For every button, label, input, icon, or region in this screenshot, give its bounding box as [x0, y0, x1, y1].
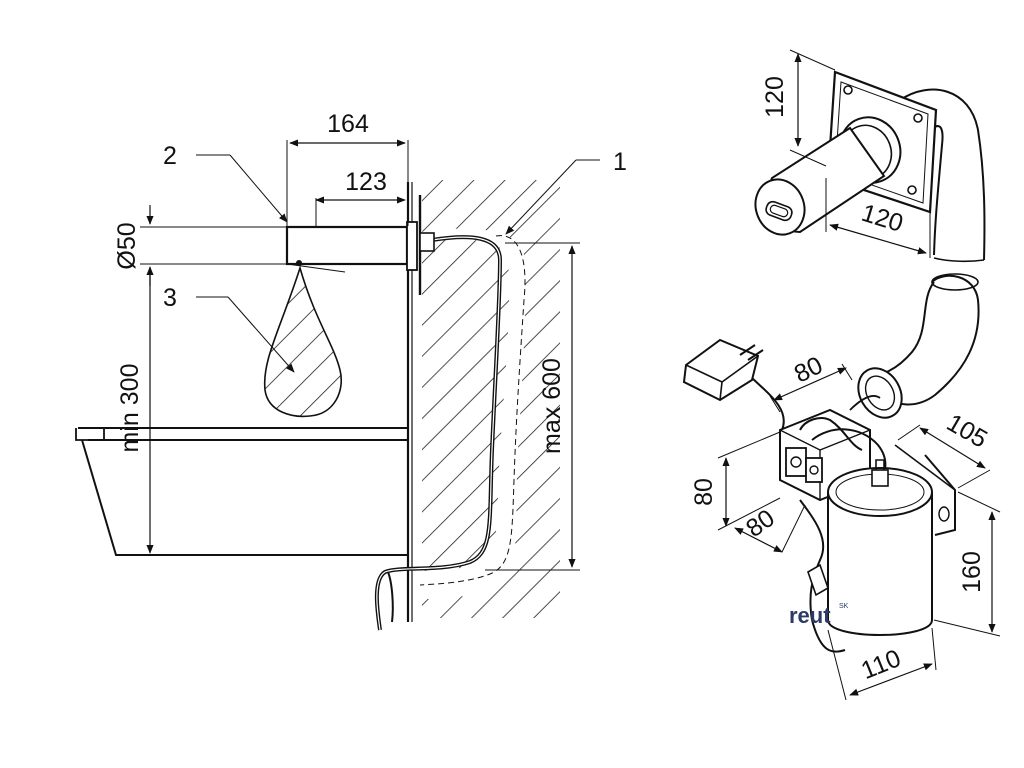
dim-tank-height-label: 160 [958, 551, 986, 593]
dim-plate-height-label: 120 [761, 76, 789, 118]
callout-2-label: 2 [163, 142, 177, 170]
basin [75, 427, 408, 556]
tank-unit: reut SK 80 80 80 105 160 110 [682, 273, 1001, 701]
wall-section [406, 180, 560, 622]
power-adapter [682, 338, 785, 431]
dim-max-600: max 600 [485, 242, 580, 571]
dim-valve-width-label: 80 [741, 504, 780, 543]
dim-width-label: 164 [327, 110, 369, 138]
dim-min-300: min 300 [116, 268, 154, 554]
dim-spout-length-label: 120 [858, 199, 906, 238]
reut-logo: reut SK [789, 603, 849, 628]
water-tank [827, 444, 956, 636]
dim-depth-label: 123 [345, 168, 387, 196]
dim-123: 123 [315, 168, 406, 226]
dim-max-depth-label: max 600 [538, 358, 566, 454]
logo-superscript: SK [839, 603, 849, 610]
callout-3: 3 [163, 284, 295, 373]
callout-3-label: 3 [163, 284, 177, 312]
callout-1: 1 [505, 148, 627, 235]
callout-2: 2 [163, 142, 288, 223]
water-drop [263, 265, 342, 418]
dim-diameter-label: Ø50 [113, 222, 141, 269]
cable [374, 235, 503, 631]
faucet-body [285, 195, 435, 295]
dim-tank-diameter-label: 110 [857, 644, 904, 685]
dim-min-height-label: min 300 [116, 364, 144, 453]
logo-text: reut [789, 603, 831, 628]
faucet-isometric: 120 120 [754, 49, 986, 263]
dim-diameter: Ø50 [113, 205, 286, 286]
dim-unit-top-label: 80 [790, 351, 827, 388]
dim-bracket-width-label: 105 [942, 409, 992, 454]
dim-valve-height-label: 80 [690, 478, 718, 506]
callout-1-label: 1 [613, 148, 627, 176]
dim-164: 164 [286, 110, 409, 226]
side-view: 164 123 Ø50 min 300 max 600 [75, 110, 627, 631]
